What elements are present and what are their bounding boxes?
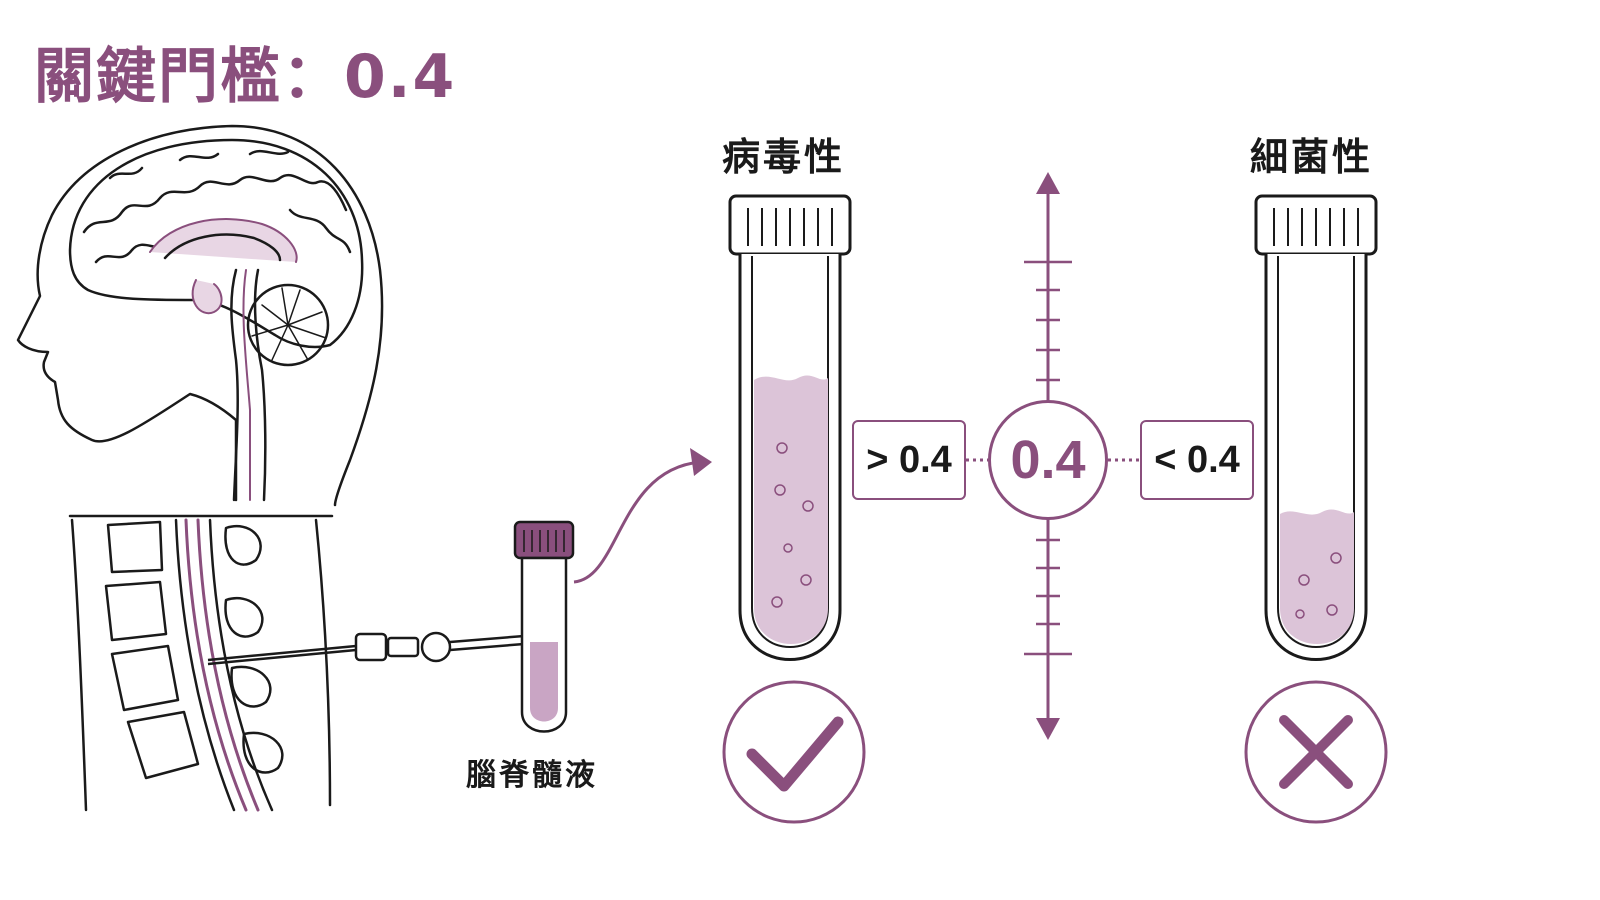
needle-shaft-2	[207, 648, 357, 666]
bacterial-label: 細菌性	[1250, 135, 1374, 179]
corpus-callosum-inner	[163, 233, 282, 262]
viral-fluid	[754, 375, 828, 644]
vertebra	[110, 644, 180, 712]
needle-hub	[354, 632, 388, 662]
tubing	[449, 634, 525, 644]
flow-arrow	[573, 460, 701, 584]
brainstem-2	[253, 268, 267, 502]
vertebra	[104, 580, 168, 642]
viral-comparison-text: > 0.4	[866, 438, 952, 481]
back-outline-2	[314, 518, 332, 807]
vertebra	[126, 710, 200, 780]
spinal-cord	[184, 518, 248, 812]
flow-arrow-head	[690, 448, 712, 476]
spinal-canal-2	[208, 518, 274, 812]
spinous-process	[242, 731, 284, 774]
sample-label: 腦脊髓液	[466, 758, 598, 793]
cross-icon	[1244, 680, 1388, 824]
spinous-process	[230, 665, 272, 708]
spine-illustration	[68, 514, 334, 812]
viral-tube-inner	[751, 256, 829, 648]
page-title: 關鍵門檻：0.4	[34, 42, 457, 112]
spinal-canal	[174, 518, 236, 812]
lumbar-needle	[207, 631, 525, 666]
brain-gyri	[82, 174, 348, 234]
brainstem	[230, 268, 239, 502]
tubing-2	[449, 642, 525, 652]
spinal-cord-2	[196, 518, 260, 812]
bacterial-tube-inner	[1277, 256, 1355, 648]
bacterial-comparison-box: < 0.4	[1140, 420, 1254, 500]
viral-comparison-box: > 0.4	[852, 420, 966, 500]
brain-outline	[68, 138, 364, 349]
threshold-value: 0.4	[1010, 430, 1086, 490]
head-illustration	[16, 124, 384, 507]
bacterial-comparison-text: < 0.4	[1154, 438, 1240, 481]
viral-label: 病毒性	[722, 135, 846, 179]
cerebellum-folia	[251, 287, 327, 361]
head-outline	[16, 124, 384, 507]
check-icon	[722, 680, 866, 824]
viral-tube	[728, 194, 852, 661]
sample-tube	[513, 520, 575, 733]
cerebellum	[246, 283, 330, 367]
ventricle	[191, 279, 223, 315]
vertebra	[106, 520, 164, 574]
csf-channel	[242, 269, 251, 501]
sample-tube-fluid	[530, 642, 558, 722]
needle-shaft	[207, 644, 357, 662]
threshold-badge: 0.4	[988, 400, 1108, 520]
needle-cap	[420, 631, 452, 663]
brain-gyri-3	[108, 149, 290, 180]
spinous-process	[224, 525, 262, 566]
bacterial-fluid	[1280, 509, 1354, 644]
back-outline	[70, 518, 88, 812]
spinous-process	[224, 597, 264, 638]
corpus-callosum	[149, 218, 298, 263]
bacterial-tube	[1254, 194, 1378, 661]
needle-connector	[386, 636, 420, 658]
